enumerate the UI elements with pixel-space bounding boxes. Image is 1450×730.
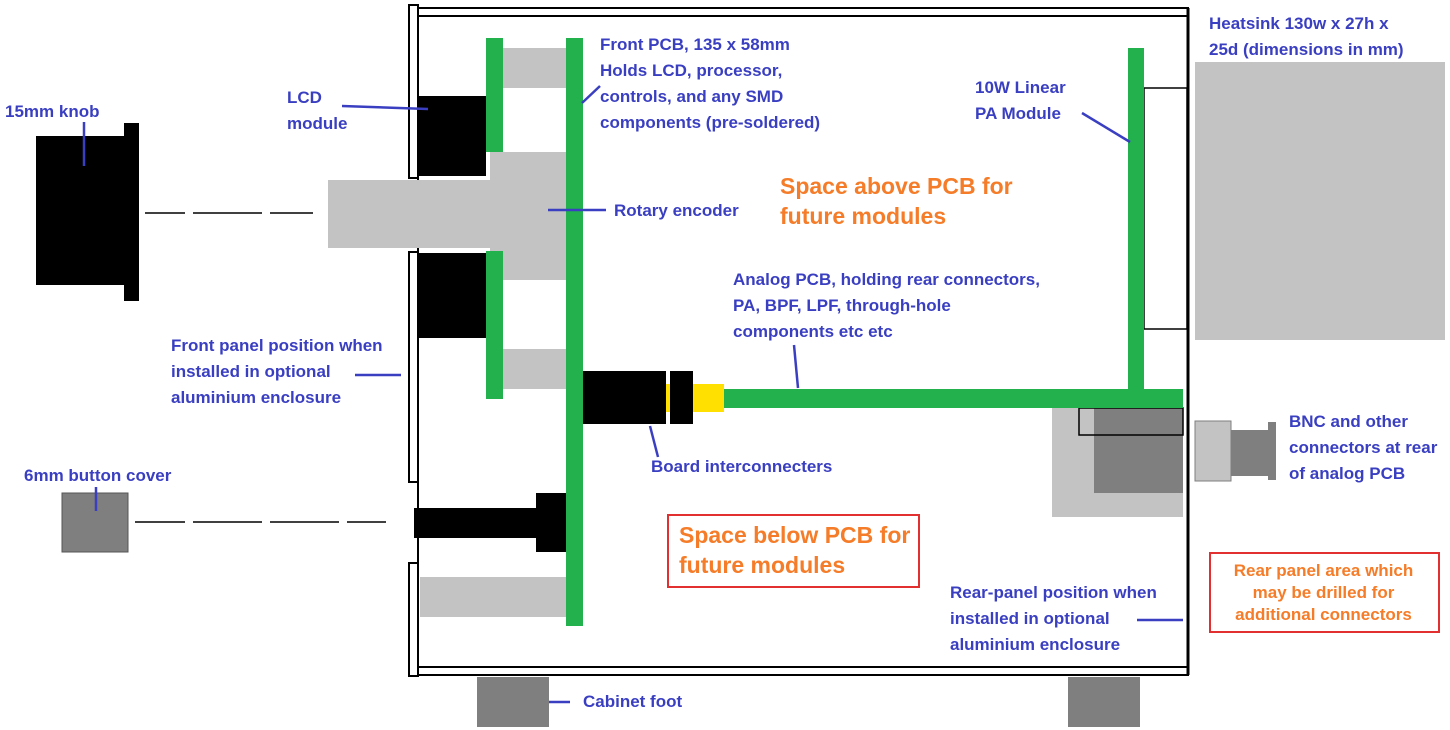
label-analog-line: Analog PCB, holding rear connectors,: [733, 270, 1040, 289]
label-space-below: Space below PCB for future modules: [667, 514, 921, 588]
label-rear-panel-line: installed in optional: [950, 609, 1110, 628]
lcd-pcb: [486, 251, 503, 399]
label-front-panel-line: aluminium enclosure: [171, 388, 342, 407]
label-heatsink-line: 25d (dimensions in mm): [1209, 40, 1404, 59]
label-bnc: BNC and other connectors at rear of anal…: [1289, 409, 1437, 487]
label-space-below-line: Space below PCB for: [679, 522, 911, 548]
label-heatsink-line: Heatsink 130w x 27h x: [1209, 14, 1389, 33]
label-analog-pcb: Analog PCB, holding rear connectors, PA,…: [733, 267, 1040, 345]
label-interconnect: Board interconnecters: [651, 457, 833, 476]
label-front-pcb-line: components (pre-soldered): [600, 113, 821, 132]
bnc-connector-barrel: [1231, 430, 1271, 476]
label-front-panel: Front panel position when installed in o…: [171, 333, 383, 411]
label-rear-area-line: additional connectors: [1235, 605, 1412, 624]
front-panel-segment: [408, 562, 419, 677]
label-front-pcb-line: Holds LCD, processor,: [600, 61, 783, 80]
leader-front-pcb: [581, 85, 601, 104]
callout-leaders: [82, 85, 1183, 704]
label-front-panel-line: Front panel position when: [171, 336, 383, 355]
label-pa-line: PA Module: [975, 104, 1061, 123]
label-space-below-line: future modules: [679, 552, 846, 578]
leader-pa: [1081, 111, 1131, 144]
spacer: [502, 349, 568, 389]
label-space-above-line: Space above PCB for: [780, 173, 1013, 199]
label-lcd-line: module: [287, 114, 348, 133]
label-rotary: Rotary encoder: [614, 201, 739, 220]
label-front-pcb: Front PCB, 135 x 58mm Holds LCD, process…: [600, 32, 820, 136]
label-bnc-line: connectors at rear: [1289, 438, 1438, 457]
leader-interconnect: [648, 425, 660, 458]
board-interconnect: [583, 371, 666, 424]
label-front-pcb-line: Front PCB, 135 x 58mm: [600, 35, 790, 54]
label-lcd: LCD module: [287, 85, 347, 137]
label-pa-line: 10W Linear: [975, 78, 1066, 97]
spacer: [420, 577, 566, 617]
cabinet-foot: [1068, 677, 1140, 727]
board-interconnect: [670, 371, 693, 424]
front-panel-segment: [408, 4, 419, 179]
leader-lcd: [341, 104, 429, 111]
label-heatsink: Heatsink 130w x 27h x 25d (dimensions in…: [1209, 11, 1404, 63]
lcd-module: [418, 96, 486, 176]
leader-analog: [792, 344, 800, 389]
label-knob: 15mm knob: [5, 102, 100, 121]
pa-module-body: [1143, 87, 1188, 330]
label-analog-line: PA, BPF, LPF, through-hole: [733, 296, 951, 315]
knob-skirt: [124, 123, 139, 301]
label-rear-area: Rear panel area which may be drilled for…: [1209, 552, 1440, 633]
cabinet-foot: [477, 677, 549, 727]
label-rear-area-line: Rear panel area which: [1233, 561, 1414, 580]
label-button-cover: 6mm button cover: [24, 466, 172, 485]
analog-pcb: [690, 389, 1183, 408]
knob-body: [36, 136, 124, 285]
front-pcb: [566, 38, 583, 626]
spacer: [502, 48, 568, 88]
label-bnc-line: BNC and other: [1289, 412, 1408, 431]
label-front-panel-line: installed in optional: [171, 362, 331, 381]
rear-connector-core: [1094, 407, 1183, 493]
button-shaft: [414, 508, 538, 538]
bnc-connector-body: [1194, 420, 1232, 482]
front-panel-segment: [408, 251, 419, 483]
lcd-pcb: [486, 38, 503, 152]
label-lcd-line: LCD: [287, 88, 322, 107]
bnc-connector-tip: [1268, 422, 1276, 480]
label-space-above: Space above PCB for future modules: [780, 171, 1013, 231]
label-pa-module: 10W Linear PA Module: [975, 75, 1066, 127]
label-foot: Cabinet foot: [583, 692, 683, 711]
encoder-shaft: [328, 180, 490, 248]
label-rear-area-line: may be drilled for: [1252, 583, 1395, 602]
label-bnc-line: of analog PCB: [1289, 464, 1406, 483]
pa-module-pcb: [1128, 48, 1144, 393]
label-rear-panel-position: Rear-panel position when installed in op…: [950, 580, 1157, 658]
lcd-module: [418, 253, 486, 338]
label-front-pcb-line: controls, and any SMD: [600, 87, 784, 106]
button-base: [536, 493, 566, 552]
label-analog-line: components etc etc: [733, 322, 893, 341]
heatsink: [1195, 62, 1445, 340]
label-rear-panel-line: Rear-panel position when: [950, 583, 1157, 602]
label-rear-panel-line: aluminium enclosure: [950, 635, 1121, 654]
label-space-above-line: future modules: [780, 203, 947, 229]
